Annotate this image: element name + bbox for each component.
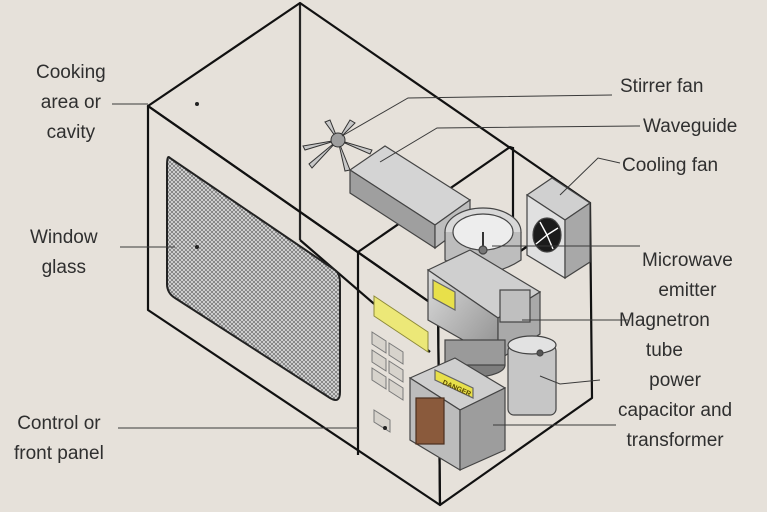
label-cooling-fan: Cooling fan: [622, 155, 719, 176]
leader-lines: [112, 94, 641, 430]
label-line: Magnetron: [619, 310, 710, 331]
label-line: front panel: [14, 443, 104, 464]
stirrer-fan: [302, 119, 373, 172]
label-microwave-emitter: Microwave emitter: [642, 246, 733, 306]
label-line: Control or: [17, 413, 101, 434]
label-line: Cooking: [36, 62, 106, 83]
window-glass: [166, 156, 341, 401]
label-line: power: [649, 370, 701, 391]
label-line: transformer: [626, 430, 724, 451]
label-line: emitter: [658, 280, 717, 301]
label-cooking-area: Cooking area or cavity: [36, 58, 106, 148]
transformer: [408, 357, 507, 472]
label-window-glass: Window glass: [30, 223, 98, 283]
label-line: Microwave: [642, 250, 733, 271]
label-line: capacitor and: [618, 400, 733, 421]
label-line: cavity: [46, 122, 96, 143]
label-waveguide: Waveguide: [643, 116, 738, 137]
label-magnetron-tube: Magnetron tube: [619, 306, 710, 366]
label-control-panel: Control or front panel: [14, 409, 104, 469]
label-line: tube: [645, 340, 683, 361]
label-stirrer-fan: Stirrer fan: [620, 76, 704, 97]
power-capacitor: [507, 335, 557, 416]
cooling-fan: [525, 177, 592, 280]
label-line: area or: [40, 92, 101, 113]
control-panel: [371, 295, 429, 433]
label-power-capacitor: power capacitor and transformer: [618, 366, 732, 456]
label-line: glass: [41, 257, 86, 278]
label-line: Window: [30, 227, 98, 248]
